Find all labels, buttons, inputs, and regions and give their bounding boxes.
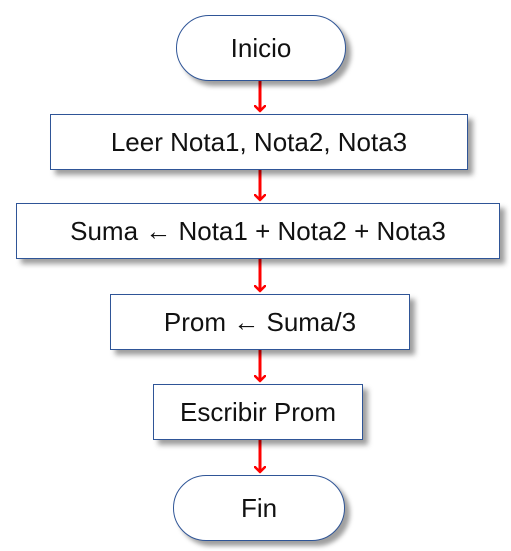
read-process-box: Leer Nota1, Nota2, Nota3 (50, 114, 468, 170)
start-label: Inicio (230, 32, 292, 63)
write-process-box: Escribir Prom (153, 384, 363, 440)
read-label: Leer Nota1, Nota2, Nota3 (110, 126, 408, 157)
end-label: Fin (240, 492, 278, 523)
write-label: Escribir Prom (179, 396, 336, 427)
end-terminal: Fin (173, 475, 345, 541)
average-label: Prom ← Suma/3 (163, 306, 357, 337)
sum-process-box: Suma ← Nota1 + Nota2 + Nota3 (16, 203, 500, 259)
sum-label: Suma ← Nota1 + Nota2 + Nota3 (70, 215, 446, 246)
start-terminal: Inicio (176, 15, 346, 81)
average-process-box: Prom ← Suma/3 (110, 294, 410, 350)
